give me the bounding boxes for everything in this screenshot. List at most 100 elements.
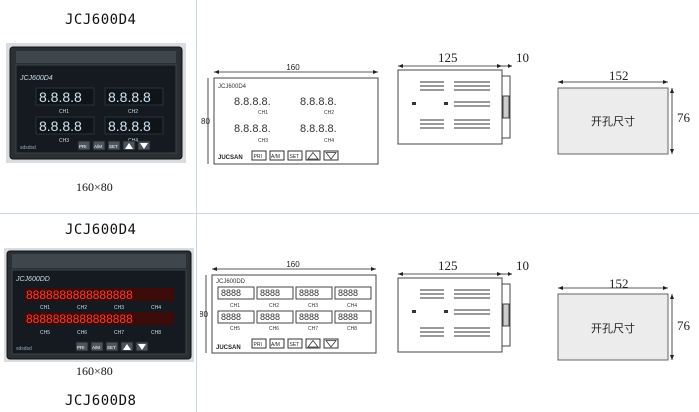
svg-text:8888888888888888: 8888888888888888 bbox=[26, 312, 133, 326]
photo2-ch2: CH2 bbox=[77, 305, 87, 311]
drawing2-down-icon bbox=[325, 340, 337, 348]
model-label-row2: JCJ600D4 bbox=[65, 222, 137, 238]
photo-digits-ch3: 8.8.8.8 bbox=[39, 118, 82, 134]
photo-ch2-label: CH2 bbox=[128, 109, 138, 115]
drawing2-btn-pri: PRI bbox=[254, 342, 262, 348]
drawing-digits-ch4: 8.8.8.8. bbox=[300, 123, 337, 135]
drawing-up-icon bbox=[307, 151, 319, 160]
side-drawing-d4 bbox=[397, 64, 512, 145]
drawing-btn-am: A/M bbox=[271, 154, 280, 160]
product-photo-d8: JCJ600DD 8888888888888888 88888888888888… bbox=[4, 248, 194, 362]
drawing2-brand: JCJ600DD bbox=[216, 279, 246, 285]
drawing-digits-ch3: 8.8.8.8. bbox=[234, 123, 271, 135]
model-label-row1: JCJ600D4 bbox=[65, 12, 137, 28]
product-photo-d4: JCJ600D4 8.8.8.8 8.8.8.8 CH1 CH2 8.8.8.8… bbox=[6, 43, 186, 163]
drawing2-ch1: CH1 bbox=[230, 303, 240, 309]
photo-digits-ch2: 8.8.8.8 bbox=[108, 89, 151, 105]
svg-text:8888888888888888: 8888888888888888 bbox=[26, 288, 133, 302]
drawing2-ch4: CH4 bbox=[347, 303, 357, 309]
photo-digit-groups: 8.8.8.8 8.8.8.8 CH1 CH2 8.8.8.8 8.8.8.8 … bbox=[35, 87, 164, 144]
drawing-digits-ch2: 8.8.8.8. bbox=[300, 96, 337, 108]
photo2-red-displays: 8888888888888888 8888888888888888 bbox=[24, 288, 174, 326]
drawing-btn-set: SET bbox=[290, 154, 300, 160]
cutout-drawing-d8 bbox=[557, 286, 674, 361]
photo-brand-text: JCJ600D4 bbox=[19, 75, 53, 82]
photo2-btn-set: SET bbox=[107, 345, 116, 350]
svg-text:8888: 8888 bbox=[338, 312, 358, 322]
photo2-ch4: CH4 bbox=[151, 305, 161, 311]
svg-text:8888: 8888 bbox=[299, 288, 319, 298]
drawing2-ch5: CH5 bbox=[230, 326, 240, 332]
drawing-ch1: CH1 bbox=[258, 110, 268, 116]
photo2-brand-text: JCJ600DD bbox=[15, 276, 50, 283]
svg-text:8888: 8888 bbox=[260, 312, 280, 322]
row-divider bbox=[0, 213, 699, 214]
dim-depth-row2: 125 bbox=[438, 258, 458, 273]
svg-text:8888: 8888 bbox=[221, 312, 241, 322]
dim-front2-height: 80 bbox=[200, 310, 208, 319]
drawing-logo: JUCSAN bbox=[218, 155, 243, 161]
drawing2-ch8: CH8 bbox=[347, 326, 357, 332]
photo-digits-ch4: 8.8.8.8 bbox=[108, 118, 151, 134]
svg-text:8888: 8888 bbox=[299, 312, 319, 322]
photo2-btn-am: A/M bbox=[92, 345, 100, 350]
front-drawing-d8: 160 80 JCJ600DD 8888 8888 8888 8888 8888… bbox=[200, 260, 377, 354]
photo-btn-am: A/M bbox=[94, 144, 102, 149]
drawing-down-icon bbox=[325, 152, 337, 160]
drawing2-logo: JUCSAN bbox=[216, 345, 241, 351]
photo2-ch8: CH8 bbox=[151, 330, 161, 336]
drawing-ch4: CH4 bbox=[324, 138, 334, 144]
drawing-ch2: CH2 bbox=[324, 110, 334, 116]
drawing-btn-pri: PRI bbox=[254, 154, 262, 160]
drawing2-ch3: CH3 bbox=[308, 303, 318, 309]
cutout-drawing-d4 bbox=[557, 80, 674, 155]
drawing-digits-ch1: 8.8.8.8. bbox=[234, 96, 271, 108]
dim-front-height: 80 bbox=[201, 117, 210, 126]
photo-logo: sdsdsd bbox=[20, 145, 36, 151]
photo2-down-arrow-icon bbox=[138, 344, 146, 350]
photo2-ch1: CH1 bbox=[40, 305, 50, 311]
photo2-logo: sdsdsd bbox=[16, 346, 32, 352]
dim-cutout-height-row1: 76 bbox=[677, 110, 690, 125]
size-label-row2: 160×80 bbox=[76, 364, 113, 378]
photo-btn-pri: PRI bbox=[79, 144, 87, 149]
cutout-text-row1: 开孔尺寸 bbox=[591, 115, 635, 128]
dim-depth-row1: 125 bbox=[438, 50, 458, 65]
photo2-btn-pri: PRI bbox=[77, 345, 85, 350]
dim-front-width: 160 bbox=[286, 63, 300, 72]
photo2-ch6: CH6 bbox=[77, 330, 87, 336]
cutout-text-row2: 开孔尺寸 bbox=[591, 322, 635, 335]
down-arrow-icon bbox=[140, 143, 148, 149]
up-arrow-icon bbox=[125, 143, 133, 149]
drawing-brand: JCJ600D4 bbox=[218, 84, 247, 90]
photo2-ch7: CH7 bbox=[114, 330, 124, 336]
svg-text:8888: 8888 bbox=[338, 288, 358, 298]
drawing-ch3: CH3 bbox=[258, 138, 268, 144]
svg-text:8888: 8888 bbox=[221, 288, 241, 298]
photo-btn-set: SET bbox=[109, 144, 118, 149]
svg-text:8888: 8888 bbox=[260, 288, 280, 298]
column-divider bbox=[196, 0, 197, 412]
drawing2-up-icon bbox=[307, 339, 319, 348]
photo2-ch3: CH3 bbox=[114, 305, 124, 311]
drawing2-ch6: CH6 bbox=[269, 326, 279, 332]
dim-front2-width: 160 bbox=[286, 260, 300, 269]
photo-ch3-label: CH3 bbox=[59, 138, 69, 144]
size-label-row1: 160×80 bbox=[76, 180, 113, 194]
dim-cutout-width-row1: 152 bbox=[609, 68, 629, 83]
side-drawing-d8 bbox=[397, 272, 512, 353]
front-drawing-d4: 160 80 JCJ600D4 8.8.8.8. 8.8.8.8. CH1 CH… bbox=[201, 63, 379, 165]
drawing2-btn-set: SET bbox=[290, 342, 300, 348]
model-label-row2-bottom: JCJ600D8 bbox=[65, 393, 137, 409]
photo2-up-arrow-icon bbox=[123, 344, 131, 350]
drawing2-ch2: CH2 bbox=[269, 303, 279, 309]
drawing2-btn-am: A/M bbox=[271, 342, 280, 348]
dim-flange-row1: 10 bbox=[516, 50, 529, 65]
drawing2-ch7: CH7 bbox=[308, 326, 318, 332]
dim-cutout-height-row2: 76 bbox=[677, 318, 690, 333]
photo2-ch5: CH5 bbox=[40, 330, 50, 336]
photo-digits-ch1: 8.8.8.8 bbox=[39, 89, 82, 105]
dim-cutout-width-row2: 152 bbox=[609, 276, 629, 291]
photo-ch1-label: CH1 bbox=[59, 109, 69, 115]
dim-flange-row2: 10 bbox=[516, 258, 529, 273]
